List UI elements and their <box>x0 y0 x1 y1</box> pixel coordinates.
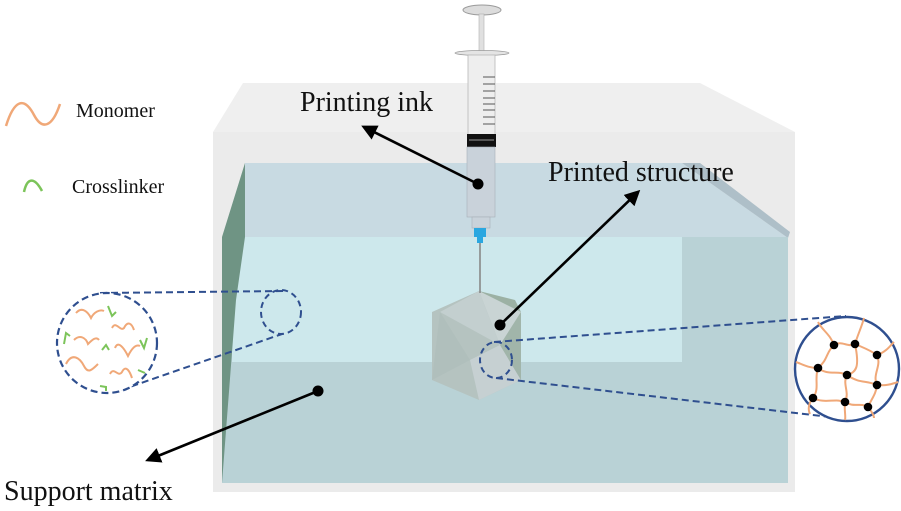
monomer-strands <box>65 308 141 379</box>
crosslink-node <box>863 402 873 412</box>
needle-hub <box>474 228 486 237</box>
callout-dashed-line <box>120 333 283 391</box>
icosahedron-facet <box>479 291 521 345</box>
icosahedron-facet <box>500 312 521 380</box>
caret-arc-icon <box>22 179 44 193</box>
syringe-neck <box>471 216 491 229</box>
plunger-thumb-rest <box>462 4 502 16</box>
crosslink-nodes <box>808 339 882 412</box>
legend-crosslinker-label: Crosslinker <box>72 176 165 198</box>
printed-structure <box>432 291 521 400</box>
printed-structure-arrow <box>499 189 641 326</box>
support-matrix-arrow <box>145 389 319 463</box>
callout-dashed-line <box>495 377 831 418</box>
crosslink-node <box>813 363 823 373</box>
crosslinker-fragments <box>63 305 148 391</box>
syringe-barrel-empty <box>467 54 496 136</box>
printing-ink-dot <box>472 178 484 190</box>
crosslink-node <box>808 393 818 403</box>
support-matrix-bath <box>222 163 790 483</box>
printing-ink-arrow <box>361 125 479 186</box>
crosslink-node <box>872 380 882 390</box>
zoom-source-circle-left <box>260 289 302 335</box>
printed-structure-dot <box>494 319 506 331</box>
magnified-monomer-circle <box>55 291 159 395</box>
icosahedron-facet <box>432 312 470 380</box>
crosslink-node <box>850 339 860 349</box>
support-matrix-label: Support matrix <box>4 476 173 507</box>
wavy-line-icon <box>4 102 62 127</box>
icosahedron-facet <box>440 291 500 345</box>
volume-scale-marks <box>483 76 495 125</box>
plunger-rod <box>478 13 485 55</box>
printed-structure-label: Printed structure <box>548 157 734 188</box>
crosslink-node <box>840 397 850 407</box>
crosslink-node <box>829 340 839 350</box>
legend: Monomer Crosslinker <box>4 100 165 198</box>
liquid-right-dark <box>682 163 790 238</box>
pointer-dots <box>312 178 506 397</box>
stopper-groove <box>469 139 494 141</box>
left-magnified-callout <box>55 289 302 395</box>
callout-dashed-line <box>99 290 284 294</box>
liquid-top-back <box>222 163 788 238</box>
legend-monomer-label: Monomer <box>76 100 155 122</box>
box-back-face <box>213 83 795 132</box>
zoom-source-circle-right <box>479 341 513 379</box>
callout-dashed-line <box>493 315 847 343</box>
right-magnified-callout <box>479 315 901 423</box>
support-matrix-dot <box>312 385 324 397</box>
crosslink-node <box>872 350 882 360</box>
pointer-arrows <box>145 125 641 463</box>
needle-hub-tip <box>477 237 483 243</box>
support-left-face <box>222 163 245 483</box>
printing-ink-label: Printing ink <box>300 87 433 118</box>
icosahedron-facet <box>479 291 521 312</box>
crosslink-node <box>842 370 852 380</box>
